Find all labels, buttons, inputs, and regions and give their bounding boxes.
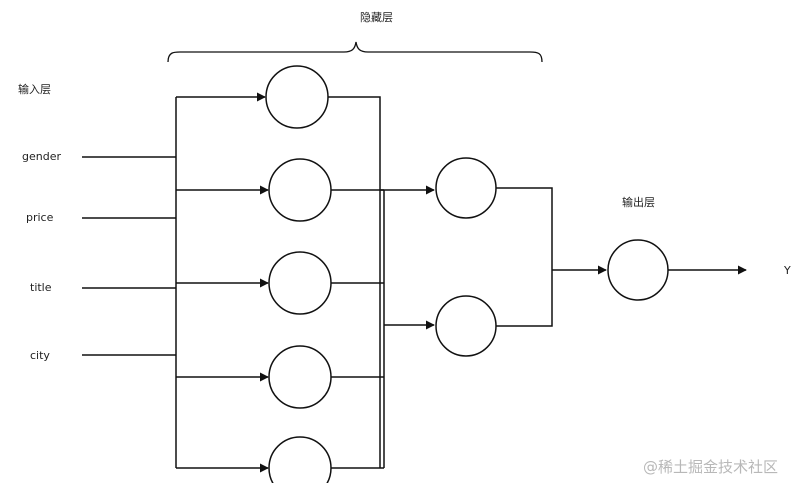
input-layer-label: 输入层 <box>18 83 51 96</box>
input-label-price: price <box>26 211 54 224</box>
hidden1-node-3 <box>268 251 332 315</box>
h2-out-1 <box>496 187 553 327</box>
hidden1-node-4 <box>268 345 332 409</box>
output-y-label: Y <box>784 264 791 277</box>
input-label-city: city <box>30 349 50 362</box>
hidden1-node-2 <box>268 158 332 222</box>
hidden1-node-1 <box>265 65 329 129</box>
hidden-layer-brace <box>167 41 543 63</box>
hidden2-node-2 <box>435 295 497 357</box>
watermark: @稀土掘金技术社区 <box>643 458 779 476</box>
hidden-layer-label: 隐藏层 <box>360 11 393 24</box>
output-layer-label: 输出层 <box>622 196 655 209</box>
input-label-gender: gender <box>22 150 61 163</box>
h1-out-1 <box>328 96 381 468</box>
input-label-title: title <box>30 281 52 294</box>
output-node <box>607 239 669 301</box>
hidden2-node-1 <box>435 157 497 219</box>
hidden1-node-5 <box>268 436 332 483</box>
